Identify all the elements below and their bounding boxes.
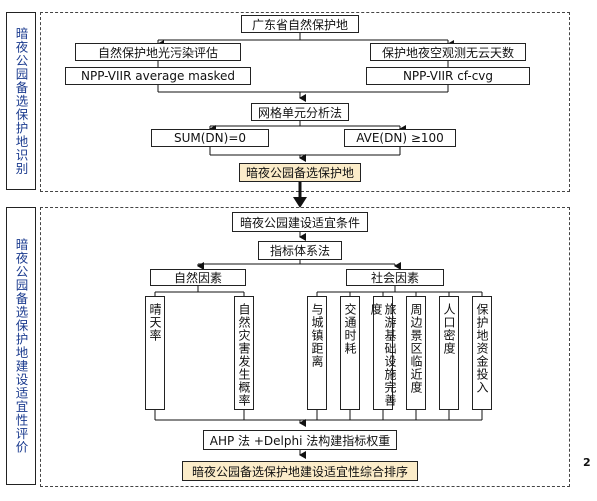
light-pollution-assessment-node: 自然保护地光污染评估 xyxy=(75,43,241,61)
factor-funding-investment: 保护地资金投入 xyxy=(472,296,492,410)
page-number: 2 xyxy=(583,456,591,469)
npp-viir-cf-cvg-node: NPP-VIIR cf-cvg xyxy=(366,67,530,85)
factor-population-density: 人口密度 xyxy=(439,296,459,410)
side-label-evaluation: 暗夜公园备选保护地建设适宜性评价 xyxy=(6,207,36,485)
candidate-protected-areas-node: 暗夜公园备选保护地 xyxy=(239,163,361,182)
side-label-evaluation-text: 暗夜公园备选保护地建设适宜性评价 xyxy=(13,238,29,454)
side-label-identification: 暗夜公园备选保护地识别 xyxy=(6,12,36,190)
suitability-ranking-node: 暗夜公园备选保护地建设适宜性综合排序 xyxy=(182,461,418,481)
grid-cell-analysis-node: 网格单元分析法 xyxy=(251,103,349,121)
section-frame-evaluation xyxy=(40,207,570,487)
social-factors-node: 社会因素 xyxy=(346,269,444,286)
natural-factors-node: 自然因素 xyxy=(150,269,246,286)
side-label-identification-text: 暗夜公园备选保护地识别 xyxy=(13,26,29,176)
root-node-guangdong-protected-areas: 广东省自然保护地 xyxy=(241,15,359,33)
factor-clear-sky-rate: 晴天率 xyxy=(145,296,165,410)
cloud-free-days-node: 保护地夜空观测无云天数 xyxy=(370,43,526,61)
ave-dn-condition-node: AVE(DN) ≥100 xyxy=(344,129,456,147)
factor-distance-to-towns: 与城镇距离 xyxy=(307,296,327,410)
indicator-system-node: 指标体系法 xyxy=(258,241,342,260)
npp-viir-average-masked-node: NPP-VIIR average masked xyxy=(65,67,251,85)
ahp-delphi-weighting-node: AHP 法 +Delphi 法构建指标权重 xyxy=(203,430,397,450)
suitability-conditions-node: 暗夜公园建设适宜条件 xyxy=(232,212,368,232)
factor-natural-disaster-probability: 自然灾害发生概率 xyxy=(234,296,254,410)
sum-dn-condition-node: SUM(DN)=0 xyxy=(151,129,269,147)
section-frame-identification xyxy=(40,12,570,192)
factor-travel-time: 交通时耗 xyxy=(340,296,360,410)
factor-nearby-scenic-areas: 周边景区临近度 xyxy=(406,296,426,410)
factor-tourism-infrastructure: 旅游基础设施完善度 xyxy=(369,296,397,410)
